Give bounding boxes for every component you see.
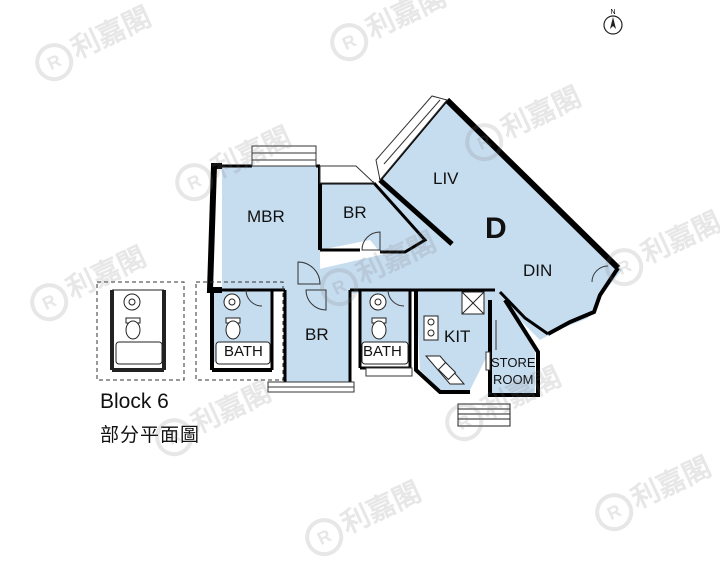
wall-din-corner (547, 266, 620, 336)
wall-kit-left (414, 290, 470, 394)
label-br-large: BR (305, 325, 329, 344)
partial-outline-mid (195, 281, 284, 381)
windows (251, 95, 511, 427)
label-store-2: ROOM (493, 372, 533, 387)
label-br-small: BR (343, 203, 367, 222)
wall-din-bottom (498, 290, 549, 336)
kitchen-fixtures (423, 291, 485, 385)
mbr-fill (222, 166, 320, 284)
window-bath2 (365, 367, 413, 377)
sink (437, 361, 457, 381)
floor-plan: LIV DIN MBR BR BR KIT STORE ROOM BATH BA… (96, 95, 622, 427)
unit-letter: D (485, 212, 507, 245)
label-mbr: MBR (247, 207, 285, 226)
label-kit: KIT (444, 327, 470, 346)
doors (245, 231, 609, 371)
partial-outline-left (96, 281, 185, 381)
label-store-1: STORE (491, 355, 536, 370)
window-br (319, 165, 376, 184)
door-br (361, 231, 381, 251)
wall-liv-diag (378, 178, 454, 246)
window-mbr (251, 145, 317, 167)
door-din (591, 265, 609, 283)
label-bath-2: BATH (363, 343, 402, 360)
door-mbr (297, 261, 321, 285)
store-shelf (485, 351, 491, 371)
label-bath-1: BATH (224, 343, 263, 360)
corridor-fill (222, 240, 500, 292)
br-small-fill (320, 183, 425, 252)
door-bath2 (387, 289, 405, 307)
label-liv: LIV (433, 169, 459, 188)
toilet-2 (371, 320, 387, 340)
wall-mbr-left (206, 163, 222, 293)
br-large-fill (285, 290, 350, 382)
wall-br-right (372, 181, 428, 254)
bathtub-1 (215, 341, 271, 365)
door-bath1 (245, 289, 263, 307)
room-labels: LIV DIN MBR BR BR KIT STORE ROOM BATH BA… (224, 169, 552, 387)
balcony-grill (457, 403, 511, 427)
door-br-large (305, 289, 327, 311)
store-fill (490, 300, 535, 395)
window-liv (375, 95, 448, 182)
toilet-1 (225, 320, 241, 340)
liv-fill (380, 100, 622, 334)
label-din: DIN (523, 261, 552, 280)
block-title: Block 6 (100, 390, 169, 413)
compass-label: N (610, 9, 615, 16)
bath-fixtures (215, 293, 409, 365)
partial-bath-left (96, 281, 284, 381)
bathtub-2 (361, 341, 409, 365)
block-subtitle: 部分平面圖 (100, 425, 201, 446)
north-arrow-icon: N (603, 9, 623, 35)
wall-liv-top (444, 97, 621, 271)
